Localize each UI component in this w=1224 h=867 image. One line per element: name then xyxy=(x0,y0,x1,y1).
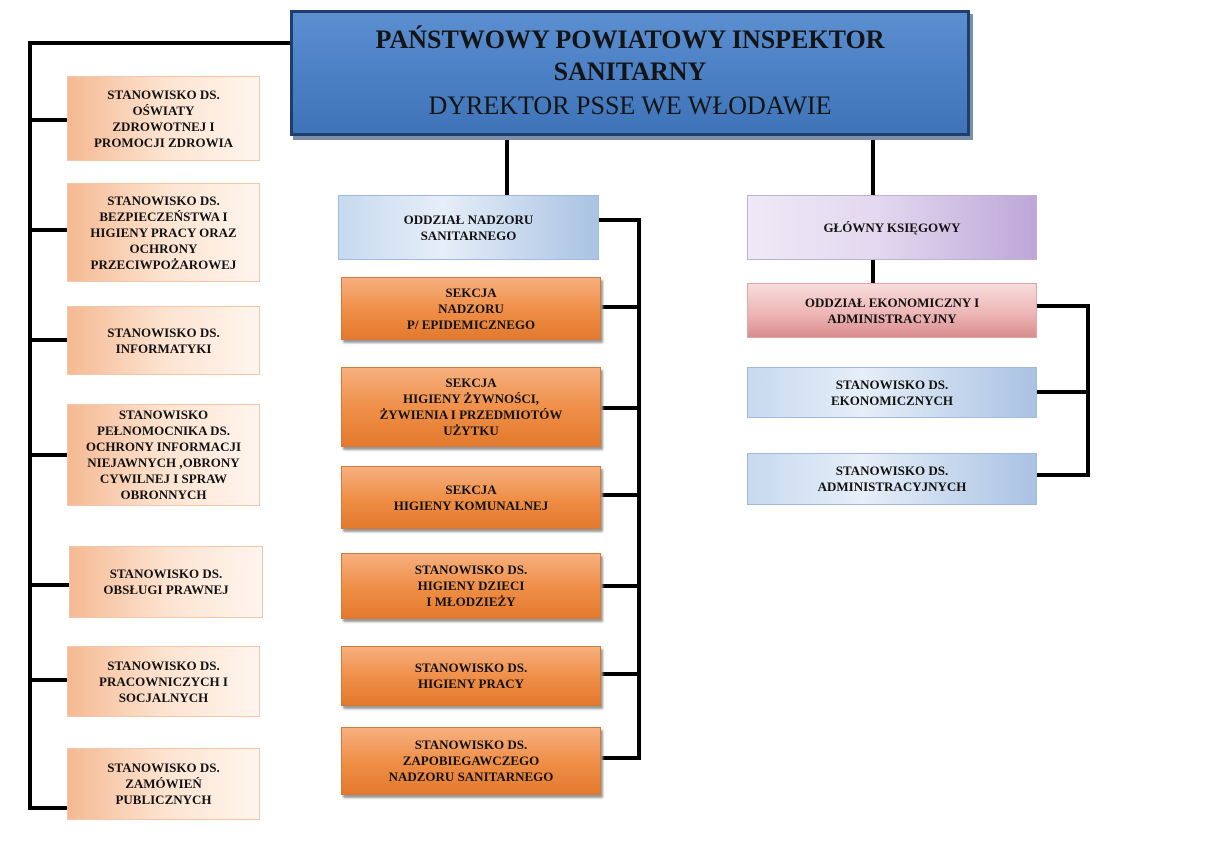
left-box: STANOWISKO DS. ZAMÓWIEŃ PUBLICZNYCH xyxy=(67,748,260,820)
head-title: PAŃSTWOWY POWIATOWY INSPEKTOR SANITARNY xyxy=(375,25,885,86)
left-box: STANOWISKO DS. INFORMATYKI xyxy=(67,306,260,375)
left-box: STANOWISKO DS. OBSŁUGI PRAWNEJ xyxy=(69,546,263,618)
economic-department-box: ODDZIAŁ EKONOMICZNY I ADMINISTRACYJNY xyxy=(747,283,1037,338)
head-subtitle: DYREKTOR PSSE WE WŁODAWIE xyxy=(428,91,832,120)
middle-section-box: SEKCJA HIGIENY ŻYWNOŚCI, ŻYWIENIA I PRZE… xyxy=(341,367,601,447)
left-box: STANOWISKO DS. OŚWIATY ZDROWOTNEJ I PROM… xyxy=(67,76,260,161)
middle-section-box: STANOWISKO DS. ZAPOBIEGAWCZEGO NADZORU S… xyxy=(341,727,601,795)
middle-department-box: ODDZIAŁ NADZORU SANITARNEGO xyxy=(338,195,599,260)
head-box: PAŃSTWOWY POWIATOWY INSPEKTOR SANITARNY … xyxy=(290,10,970,136)
left-box: STANOWISKO DS. PRACOWNICZYCH I SOCJALNYC… xyxy=(67,646,260,717)
right-position-box: STANOWISKO DS. ADMINISTRACYJNYCH xyxy=(747,453,1037,505)
middle-section-box: STANOWISKO DS. HIGIENY PRACY xyxy=(341,646,601,706)
left-box: STANOWISKO DS. BEZPIECZEŃSTWA I HIGIENY … xyxy=(67,183,260,282)
left-box: STANOWISKO PEŁNOMOCNIKA DS. OCHRONY INFO… xyxy=(67,404,260,506)
chief-accountant-box: GŁÓWNY KSIĘGOWY xyxy=(747,195,1037,260)
middle-section-box: SEKCJA HIGIENY KOMUNALNEJ xyxy=(341,466,601,529)
middle-section-box: SEKCJA NADZORU P/ EPIDEMICZNEGO xyxy=(341,277,601,340)
middle-section-box: STANOWISKO DS. HIGIENY DZIECI I MŁODZIEŻ… xyxy=(341,553,601,619)
right-position-box: STANOWISKO DS. EKONOMICZNYCH xyxy=(747,367,1037,418)
